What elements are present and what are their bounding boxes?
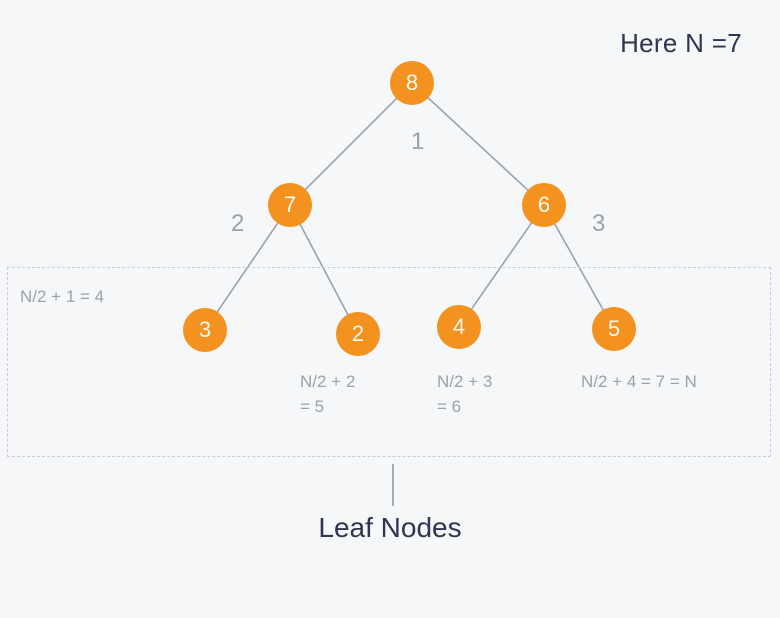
tree-node-root[interactable]: 8 bbox=[390, 61, 434, 105]
leaf-label-2: N/2 + 2 = 5 bbox=[300, 370, 355, 419]
tree-node-value: 2 bbox=[351, 321, 365, 346]
tree-node-value: 7 bbox=[283, 192, 297, 217]
edge-index-label-3: 3 bbox=[592, 210, 606, 237]
tree-node-value: 5 bbox=[607, 316, 621, 341]
tree-node-value: 8 bbox=[405, 70, 419, 95]
tree-edge bbox=[303, 96, 399, 192]
leaf-nodes-caption-text: Leaf Nodes bbox=[318, 512, 462, 543]
tree-node-right[interactable]: 6 bbox=[522, 183, 566, 227]
leaf-nodes-caption: Leaf Nodes bbox=[0, 512, 780, 544]
leaf-label-4: N/2 + 4 = 7 = N bbox=[581, 370, 697, 395]
leaf-label-1: N/2 + 1 = 4 bbox=[20, 285, 104, 310]
leaf-index-label-line: N/2 + 4 = 7 = N bbox=[581, 372, 697, 391]
tree-node-leaf-4[interactable]: 5 bbox=[592, 307, 636, 351]
tree-node-value: 4 bbox=[452, 314, 466, 339]
leaf-label-3: N/2 + 3 = 6 bbox=[437, 370, 492, 419]
tree-edge bbox=[426, 95, 530, 193]
tree-node-leaf-2[interactable]: 2 bbox=[336, 312, 380, 356]
tree-node-value: 6 bbox=[537, 192, 551, 217]
leaf-index-label-line: N/2 + 1 = 4 bbox=[20, 287, 105, 306]
tree-node-value: 3 bbox=[198, 317, 212, 342]
edge-index-label-2: 2 bbox=[231, 210, 245, 237]
leaf-index-label-line: = 6 bbox=[437, 396, 462, 416]
edge-index-label-1: 1 bbox=[411, 128, 425, 155]
page-title: Here N =7 bbox=[620, 28, 742, 58]
leaf-index-label-line: N/2 + 3 bbox=[437, 372, 493, 391]
leaf-index-label-line: N/2 + 2 bbox=[300, 372, 356, 391]
leaf-index-label-line: = 5 bbox=[300, 396, 325, 416]
leaf-nodes-region bbox=[7, 267, 771, 457]
tree-node-leaf-3[interactable]: 4 bbox=[437, 305, 481, 349]
tree-node-left[interactable]: 7 bbox=[268, 183, 312, 227]
tree-node-leaf-1[interactable]: 3 bbox=[183, 308, 227, 352]
